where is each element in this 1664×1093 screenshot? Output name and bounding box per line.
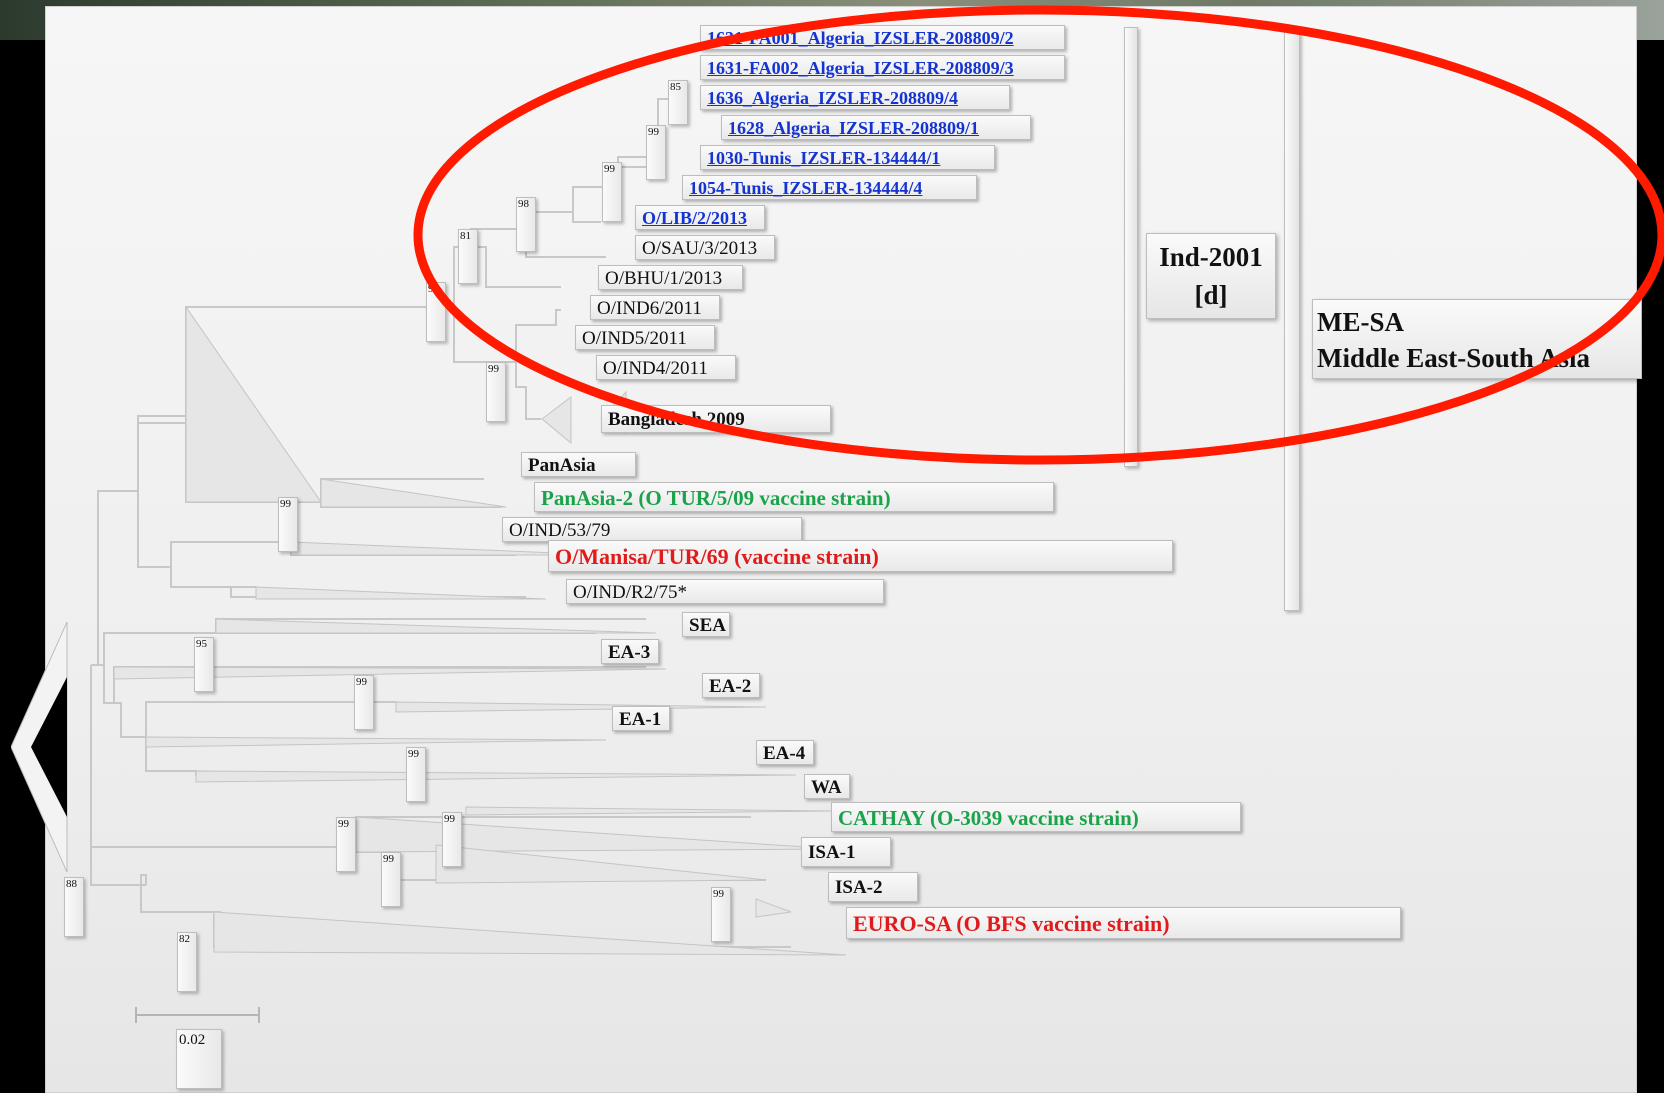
ind2001-label-line2: [d] [1194, 280, 1228, 310]
mesa-group-label: ME-SA Middle East-South Asia [1312, 299, 1642, 379]
leaf-tunis-1030: 1030-Tunis_IZSLER-134444/1 [700, 145, 995, 170]
bootstrap-value: 99 [406, 747, 426, 802]
leaf-bhu: O/BHU/1/2013 [598, 265, 743, 290]
clade-wa: WA [804, 774, 850, 799]
clade-cathay: CATHAY (O-3039 vaccine strain) [831, 802, 1241, 832]
leaf-ind5: O/IND5/2011 [575, 325, 715, 350]
clade-isa1: ISA-1 [801, 837, 891, 867]
bootstrap-value: 81 [458, 229, 478, 284]
bootstrap-value: 99 [336, 817, 356, 872]
bootstrap-value: 99 [602, 162, 622, 222]
clade-ea4: EA-4 [756, 740, 814, 765]
clade-eurosa: EURO-SA (O BFS vaccine strain) [846, 907, 1401, 939]
bootstrap-value: 85 [668, 80, 688, 125]
ind2001-label-line1: Ind-2001 [1159, 242, 1263, 272]
clade-isa2: ISA-2 [828, 872, 918, 902]
bootstrap-value: 95 [194, 637, 214, 692]
leaf-tunis-1054: 1054-Tunis_IZSLER-134444/4 [682, 175, 977, 200]
ind2001-group-label: Ind-2001 [d] [1146, 233, 1276, 319]
bootstrap-value: 99 [711, 887, 731, 942]
clade-ea1: EA-1 [612, 706, 670, 731]
bootstrap-value: 99 [354, 675, 374, 730]
leaf-panasia: PanAsia [521, 452, 636, 477]
scale-bar-value: 0.02 [176, 1029, 222, 1089]
bootstrap-value: 88 [64, 877, 84, 937]
leaf-lib: O/LIB/2/2013 [635, 205, 765, 230]
leaf-sau: O/SAU/3/2013 [635, 235, 775, 260]
leaf-manisa: O/Manisa/TUR/69 (vaccine strain) [548, 540, 1173, 572]
leaf-algeria-1628: 1628_Algeria_IZSLER-208809/1 [721, 115, 1031, 140]
leaf-indr275: O/IND/R2/75* [566, 579, 884, 604]
leaf-ind4: O/IND4/2011 [596, 355, 736, 380]
leaf-panasia2: PanAsia-2 (O TUR/5/09 vaccine strain) [534, 482, 1054, 512]
bootstrap-value: 99 [486, 362, 506, 422]
bootstrap-value: 99 [278, 497, 298, 552]
root-marker [11, 622, 68, 872]
bootstrap-value: 99 [646, 125, 666, 180]
clade-ea2: EA-2 [702, 673, 760, 698]
bootstrap-value: 99 [442, 812, 462, 867]
leaf-algeria-1636: 1636_Algeria_IZSLER-208809/4 [700, 85, 1010, 110]
ind2001-bracket [1124, 27, 1138, 467]
bootstrap-value: 98 [516, 197, 536, 252]
bootstrap-value: 82 [177, 932, 197, 992]
leaf-algeria-fa002: 1631-FA002_Algeria_IZSLER-208809/3 [700, 55, 1065, 80]
clade-ea3: EA-3 [601, 639, 659, 664]
leaf-ind6: O/IND6/2011 [590, 295, 720, 320]
clade-sea: SEA [682, 612, 730, 637]
phylogenetic-tree-panel: 1631-FA001_Algeria_IZSLER-208809/2 1631-… [11, 6, 1642, 1093]
mesa-label-line1: ME-SA [1317, 307, 1404, 337]
bootstrap-value: 99 [381, 852, 401, 907]
